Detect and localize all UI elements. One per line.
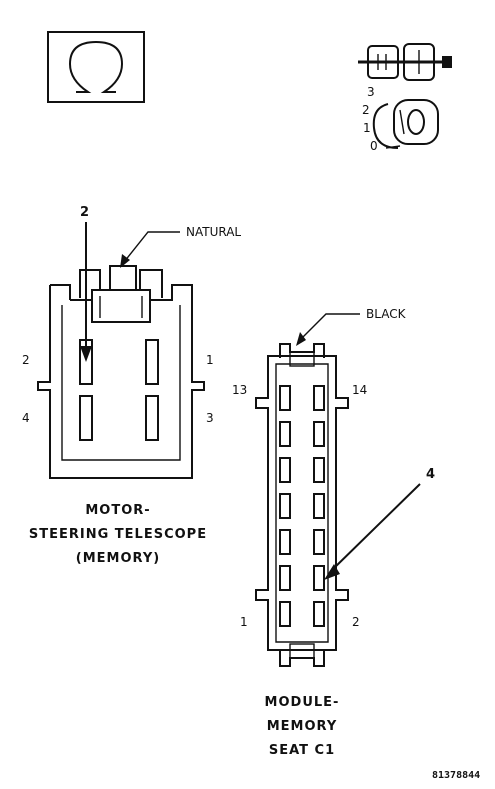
- module-color-label: BLACK: [366, 307, 407, 321]
- motor-pin-label-4: 4: [22, 411, 30, 425]
- module-pin-label-13: 13: [232, 383, 247, 397]
- motor-color-label: NATURAL: [186, 225, 241, 239]
- motor-caption-line1: MOTOR-: [85, 503, 150, 518]
- ignition-position-2: 2: [362, 103, 370, 117]
- connector-icon: [358, 43, 452, 81]
- resistance-symbol-icon: [47, 31, 145, 103]
- ignition-position-0: 0: [370, 139, 378, 153]
- motor-caption-line2: STEERING TELESCOPE: [29, 527, 207, 542]
- module-callout-number: 4: [426, 467, 435, 482]
- ignition-key-icon: 3 2 1 0: [362, 85, 439, 153]
- motor-pin-label-1: 1: [206, 353, 214, 367]
- module-caption-line1: MODULE-: [265, 695, 340, 710]
- motor-pin-label-3: 3: [206, 411, 214, 425]
- motor-connector: 2 1 4 3 2 NATURAL MOTOR- STEERING TELESC…: [22, 205, 241, 566]
- module-pin-label-14: 14: [352, 383, 367, 397]
- motor-pin-1-cavity: [145, 339, 159, 385]
- ignition-position-1: 1: [363, 121, 371, 135]
- module-pin-label-1: 1: [240, 615, 248, 629]
- motor-caption-line3: (MEMORY): [76, 551, 160, 566]
- motor-pin-4-cavity: [79, 395, 93, 441]
- motor-pin-label-2: 2: [22, 353, 30, 367]
- module-caption-line2: MEMORY: [267, 719, 338, 734]
- module-pin-label-2: 2: [352, 615, 360, 629]
- motor-callout-number: 2: [80, 205, 89, 220]
- ignition-position-3: 3: [367, 85, 375, 99]
- motor-pin-3-cavity: [145, 395, 159, 441]
- figure-code: 81378844: [432, 770, 480, 781]
- module-pin-cavities: [279, 385, 325, 627]
- module-connector: 13 14 1 2 BLACK 4 MODULE- MEMORY SEAT C1: [232, 307, 435, 758]
- module-caption-line3: SEAT C1: [269, 743, 335, 758]
